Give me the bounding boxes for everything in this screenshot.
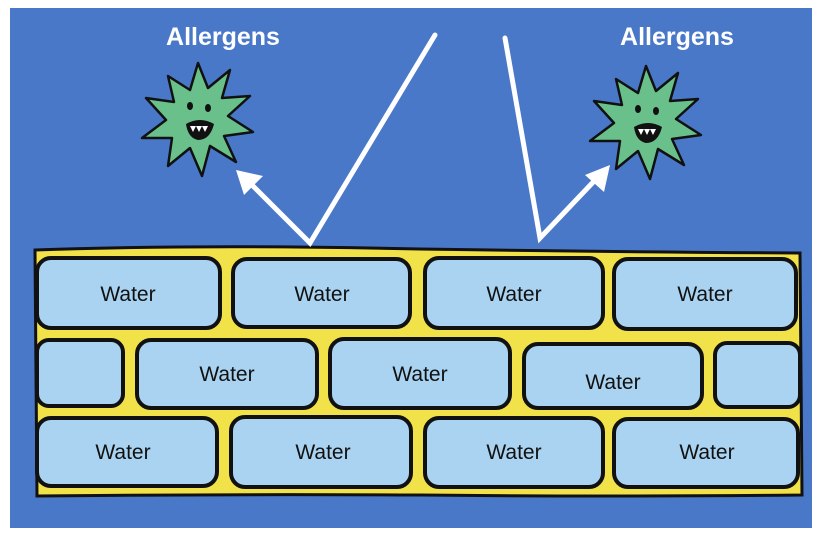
brick-label: Water [199,363,254,386]
brick-label: Water [294,283,349,306]
brick-label: Water [679,441,734,464]
brick-label: Water [585,371,640,394]
brick-label: Water [677,283,732,306]
brick-r2-1 [37,340,123,406]
brick-label: Water [95,441,150,464]
brick-r2-5 [715,343,800,407]
allergens-label-right: Allergens [620,23,734,51]
brick-label: Water [486,283,541,306]
brick-label: Water [486,441,541,464]
brick-label: Water [100,283,155,306]
allergens-label-left: Allergens [166,23,280,51]
brick-label: Water [295,441,350,464]
brick-label: Water [392,363,447,386]
